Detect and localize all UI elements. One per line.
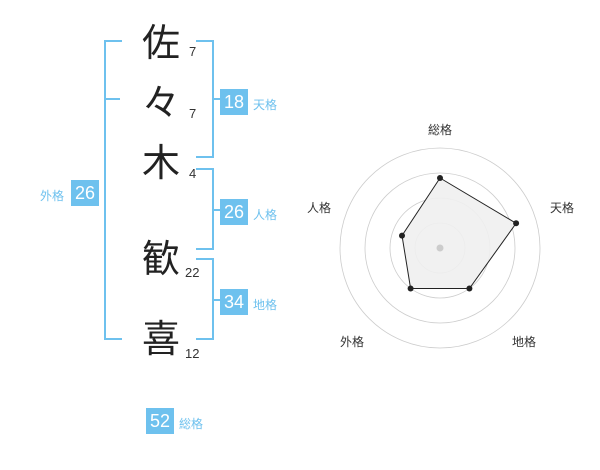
radar-point-chikaku [466, 285, 473, 292]
chikaku-label: 地格 [253, 298, 278, 312]
radar-points [399, 175, 520, 292]
gaikaku-value-badge: 26 [71, 180, 99, 206]
name-char-1: 佐 [142, 21, 181, 65]
gaikaku-bracket-mid-tick [104, 98, 120, 100]
radar-grid-ring-4 [339, 147, 541, 349]
soukaku-value-badge: 52 [146, 408, 174, 434]
gaikaku-bracket [104, 40, 122, 340]
tenkaku-value-badge: 18 [220, 89, 248, 115]
radar-grid-ring-3 [364, 172, 516, 324]
radar-point-soukaku [437, 175, 443, 181]
radar-point-jinkaku [399, 232, 405, 239]
jinkaku-label: 人格 [253, 208, 278, 222]
radar-label-jinkaku: 人格 [307, 200, 331, 215]
chikaku-bracket-connector [212, 299, 220, 301]
jinkaku-value-badge: 26 [220, 199, 248, 225]
soukaku-label: 総格 [179, 417, 204, 431]
stroke-count-5: 12 [185, 346, 200, 361]
stroke-count-1: 7 [189, 44, 197, 59]
radar-center-dot [436, 244, 444, 252]
name-char-2: 々 [142, 81, 181, 125]
name-char-4: 歓 [142, 237, 181, 281]
radar-point-tenkaku [513, 220, 520, 227]
tenkaku-bracket-connector [212, 98, 220, 100]
stroke-count-4: 22 [185, 265, 200, 280]
stroke-count-3: 4 [189, 166, 197, 181]
radar-label-soukaku: 総格 [428, 122, 452, 137]
chikaku-value-badge: 34 [220, 289, 248, 315]
radar-label-gaikaku: 外格 [340, 334, 364, 349]
radar-label-chikaku: 地格 [512, 334, 536, 349]
gaikaku-label: 外格 [40, 189, 65, 203]
radar-score-polygon [401, 177, 517, 289]
radar-label-tenkaku: 天格 [550, 200, 574, 215]
stroke-count-2: 7 [189, 106, 197, 121]
jinkaku-bracket-connector [212, 209, 220, 211]
name-char-5: 喜 [142, 317, 181, 361]
radar-point-gaikaku [407, 285, 414, 292]
name-char-3: 木 [142, 141, 181, 185]
tenkaku-label: 天格 [253, 98, 278, 112]
